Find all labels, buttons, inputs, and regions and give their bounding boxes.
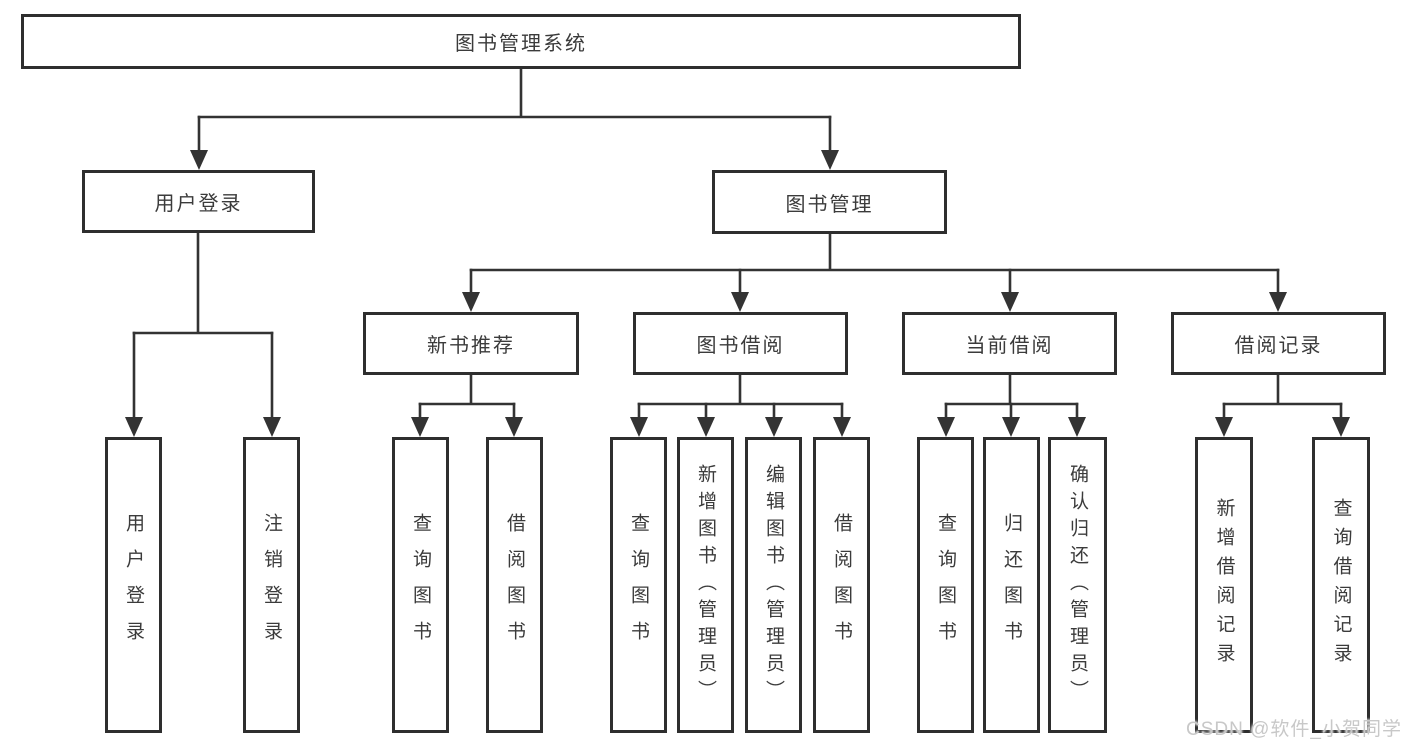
connectors-borrow-record: [1215, 373, 1350, 437]
node-user-login: 用户登录: [82, 170, 315, 233]
leaf-add-books-admin: 新增图书（管理员）: [677, 437, 734, 733]
node-library-management-system: 图书管理系统: [21, 14, 1021, 69]
node-borrowing-records: 借阅记录: [1171, 312, 1386, 375]
leaf-borrow-books-recommend: 借阅图书: [486, 437, 543, 733]
leaf-logout: 注销登录: [243, 437, 300, 733]
node-current-borrowing: 当前借阅: [902, 312, 1117, 375]
watermark: CSDN @软件_小贺同学: [1186, 719, 1402, 740]
leaf-confirm-return-admin: 确认归还（管理员）: [1048, 437, 1107, 733]
leaf-query-books-recommend: 查询图书: [392, 437, 449, 733]
leaf-query-books-borrowing: 查询图书: [610, 437, 667, 733]
leaf-edit-books-admin: 编辑图书（管理员）: [745, 437, 802, 733]
leaf-user-login: 用户登录: [105, 437, 162, 733]
connectors-root: [190, 67, 839, 170]
node-new-book-recommend: 新书推荐: [363, 312, 579, 375]
node-book-management: 图书管理: [712, 170, 947, 234]
connectors-login: [125, 231, 281, 437]
leaf-add-borrow-record: 新增借阅记录: [1195, 437, 1253, 733]
node-book-borrowing: 图书借阅: [633, 312, 848, 375]
connectors-management: [462, 232, 1287, 312]
connectors-new-book: [411, 373, 523, 437]
leaf-borrow-books-borrowing: 借阅图书: [813, 437, 870, 733]
leaf-query-borrow-record: 查询借阅记录: [1312, 437, 1370, 733]
leaf-return-books: 归还图书: [983, 437, 1040, 733]
connectors-current-borrow: [937, 373, 1086, 437]
connectors-book-borrow: [630, 373, 851, 437]
leaf-query-books-current: 查询图书: [917, 437, 974, 733]
